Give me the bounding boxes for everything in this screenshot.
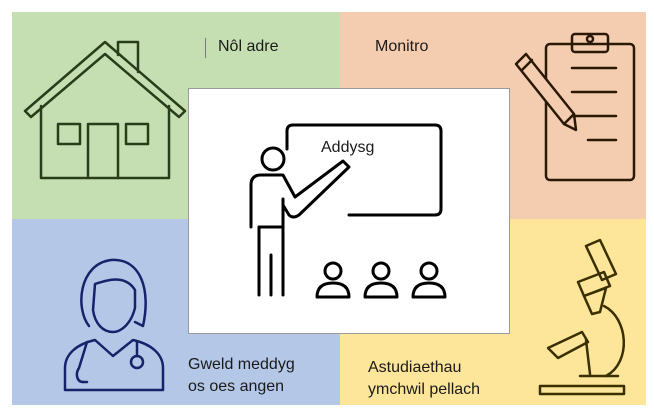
clipboard-pencil-icon — [514, 32, 636, 182]
education-label: Addysg — [321, 139, 375, 156]
teacher-board-icon — [249, 123, 447, 299]
home-label: Nôl adre — [218, 38, 279, 55]
research-label-line1: Astudiaethau — [368, 359, 462, 376]
doctor-label-line2: os oes angen — [188, 378, 285, 395]
doctor-label-line1: Gweld meddyg — [188, 356, 295, 373]
label-marker — [205, 38, 214, 58]
education-panel: Addysg — [188, 88, 510, 334]
doctor-icon — [63, 258, 165, 392]
microscope-icon — [538, 238, 626, 396]
monitor-label: Monitro — [375, 38, 429, 55]
research-label-line2: ymchwil pellach — [368, 381, 481, 398]
house-icon — [23, 40, 187, 180]
